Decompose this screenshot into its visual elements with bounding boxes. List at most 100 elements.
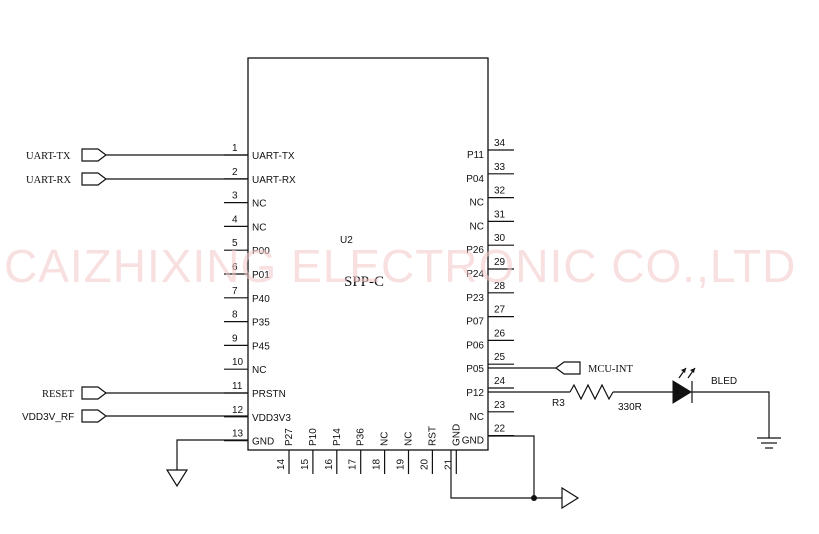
pin-name: UART-RX: [252, 175, 296, 186]
mcu-int-net-label: MCU-INT: [588, 364, 633, 375]
pin-name: P36: [356, 428, 367, 446]
vdd-net-label: VDD3V_RF: [22, 412, 74, 423]
vdd-connector: VDD3V_RF: [22, 409, 248, 423]
ground-symbol-icon: [757, 437, 781, 449]
led-emission-arrows-icon: [678, 367, 696, 379]
led-ref: BLED: [711, 376, 737, 387]
left-pin-group: 1UART-TX2UART-RX3NC4NC5P006P017P408P359P…: [224, 143, 296, 448]
pin-name: P23: [466, 293, 484, 304]
pin-name: GND: [252, 437, 274, 448]
pin21-wire: [450, 450, 562, 499]
pin-number: 1: [232, 143, 238, 154]
vdd-port-shape: [81, 409, 107, 423]
pin-name: P11: [467, 150, 484, 161]
pin-name: P04: [466, 174, 484, 185]
pin-number: 26: [494, 328, 506, 339]
pin-number: 10: [232, 357, 244, 368]
pin-name: P35: [252, 318, 270, 329]
pin-number: 2: [232, 167, 238, 178]
left-pin: 4NC: [224, 214, 266, 233]
led-ground-wire: [692, 391, 770, 438]
pin-number: 13: [232, 429, 244, 440]
pin-number: 8: [232, 310, 238, 321]
pin-number: 6: [232, 262, 238, 273]
pin-number: 3: [232, 191, 238, 202]
pin-number: 17: [348, 458, 359, 470]
pin-name: P07: [466, 317, 484, 328]
led-diode-icon: [672, 380, 692, 404]
pin-number: 4: [232, 214, 238, 225]
pin-number: 21: [443, 458, 454, 470]
uart-tx-port-shape: [81, 148, 107, 162]
pin-name: NC: [470, 221, 484, 232]
pin-name: GND: [462, 436, 484, 447]
pin-name: NC: [470, 198, 484, 209]
pin-number: 7: [232, 286, 238, 297]
resistor-value: 330R: [618, 402, 642, 413]
pin-number: 24: [494, 376, 506, 387]
pin-name: P00: [252, 246, 270, 257]
pin-name: VDD3V3: [252, 413, 291, 424]
pin-name: UART-TX: [252, 151, 295, 162]
ground-triangle-icon: [561, 486, 580, 510]
bottom-pin: 19 NC: [396, 432, 415, 474]
pin-name: P45: [252, 341, 270, 352]
uart-tx-net-label: UART-TX: [26, 151, 71, 162]
pin-number: 18: [372, 458, 383, 470]
ground-triangle-icon: [165, 469, 189, 488]
chip-part: SPP-C: [344, 274, 384, 290]
pin-name: P06: [466, 340, 484, 351]
pin-name: NC: [252, 365, 266, 376]
pin-number: 22: [494, 424, 506, 435]
pin-name: P40: [252, 294, 270, 305]
pin-name: P24: [466, 269, 484, 280]
pin-number: 9: [232, 333, 238, 344]
right-ground-net: [450, 435, 580, 510]
led-circuit: R3 330R BLED: [488, 367, 781, 449]
reset-net-label: RESET: [42, 389, 75, 400]
pin-name: P10: [308, 428, 319, 446]
mcu-int-connector: MCU-INT: [488, 361, 633, 375]
pin-number: 25: [494, 352, 506, 363]
pin-number: 5: [232, 238, 238, 249]
chip-body: [247, 57, 489, 451]
mcu-int-port-shape: [555, 361, 581, 375]
pin-number: 19: [396, 458, 407, 470]
pin-name: P01: [252, 270, 270, 281]
pin-name: PRSTN: [252, 389, 286, 400]
pin-name: P05: [466, 364, 484, 375]
pin-name: P27: [284, 428, 295, 446]
resistor-icon: [569, 383, 614, 401]
reset-connector: RESET: [42, 386, 248, 400]
pin-name: P14: [332, 428, 343, 446]
pin-number: 33: [494, 162, 506, 173]
pin-number: 28: [494, 281, 506, 292]
pin-number: 20: [419, 458, 430, 470]
pin-name: P12: [466, 388, 484, 399]
pin-name: RST: [427, 426, 438, 446]
junction-dot: [531, 495, 537, 501]
pin-name: P26: [466, 245, 484, 256]
bottom-pin: 20 RST: [419, 426, 438, 474]
pin22-wire: [488, 435, 535, 498]
pin-name: NC: [404, 432, 415, 446]
